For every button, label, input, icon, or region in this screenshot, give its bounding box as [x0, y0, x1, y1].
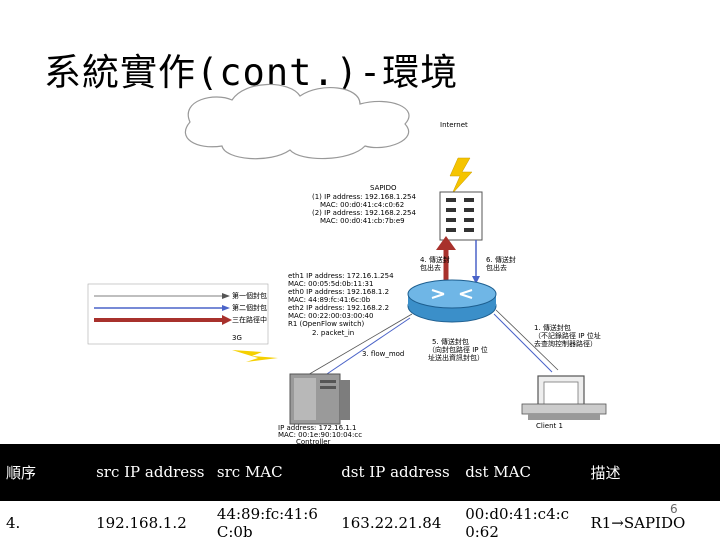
step4-line-1: 4. 傳送封: [420, 255, 450, 264]
header-order: 順序: [0, 444, 90, 501]
header-dst-ip: dst IP address: [335, 444, 459, 501]
table-header-row: 順序 src IP address src MAC dst IP address…: [0, 444, 720, 501]
router-line-6: MAC: 00:22:00:03:00:40: [288, 312, 373, 320]
step6-line-1: 6. 傳送封: [486, 255, 516, 264]
step1-line-1: 1. 傳送封包: [534, 323, 571, 332]
sapido-label: SAPIDO: [370, 184, 397, 192]
lightning-icon-small: [232, 350, 278, 362]
client-computer-icon: [522, 376, 606, 420]
step2-label: 2. packet_in: [312, 329, 354, 337]
controller-server-icon: [290, 374, 350, 424]
internet-label: Internet: [440, 121, 468, 129]
legend-item-1: 第一個封包: [232, 291, 267, 300]
step4-line-2: 包出去: [420, 263, 441, 272]
packet-table: 順序 src IP address src MAC dst IP address…: [0, 444, 720, 540]
router-icon: [408, 280, 496, 322]
step5-line-3: 址送出資訊封包）: [428, 353, 484, 362]
router-line-7: R1 (OpenFlow switch): [288, 320, 365, 328]
cell-description: R1→SAPIDO: [584, 501, 720, 545]
header-src-mac: src MAC: [211, 444, 335, 501]
cell-order: 4.: [0, 501, 90, 545]
page-number: 6: [670, 502, 678, 516]
step3-label: 3. flow_mod: [362, 350, 404, 358]
legend-item-3: 三在路徑中: [232, 315, 267, 324]
legend-item-2: 第二個封包: [232, 303, 267, 312]
legend-item-4: 3G: [232, 334, 242, 342]
cell-src-ip: 192.168.1.2: [90, 501, 211, 545]
sapido-line-1: (1) IP address: 192.168.1.254: [312, 193, 416, 201]
router-line-5: eth2 IP address: 192.168.2.2: [288, 304, 389, 312]
header-dst-mac: dst MAC: [459, 444, 584, 501]
sapido-line-2: MAC: 00:d0:41:c4:c0:62: [320, 201, 404, 209]
step1-line-3: 去查詢控制器路徑）: [534, 339, 597, 348]
cell-dst-ip: 163.22.21.84: [335, 501, 459, 545]
step6-line-2: 包出去: [486, 263, 507, 272]
internet-cloud-icon: Internet: [185, 84, 468, 158]
client-label: Client 1: [536, 422, 563, 430]
header-description: 描述: [584, 444, 720, 501]
lightning-icon: [450, 158, 472, 194]
step1-line-2: （不記錄路徑 IP 位址: [534, 331, 601, 340]
network-diagram: Internet SAPIDO (1) IP address: 192.168.…: [0, 0, 720, 450]
cell-src-mac: 44:89:fc:41:6 C:0b: [211, 501, 335, 545]
step5-line-1: 5. 傳送封包: [432, 337, 469, 346]
sapido-device-icon: [440, 192, 482, 240]
router-line-1: eth1 IP address: 172.16.1.254: [288, 272, 394, 280]
sapido-line-3: (2) IP address: 192.168.2.254: [312, 209, 416, 217]
router-line-3: eth0 IP address: 192.168.1.2: [288, 288, 389, 296]
sapido-line-4: MAC: 00:d0:41:cb:7b:e9: [320, 217, 405, 225]
header-src-ip: src IP address: [90, 444, 211, 501]
cell-dst-mac: 00:d0:41:c4:c 0:62: [459, 501, 584, 545]
router-line-4: MAC: 44:89:fc:41:6c:0b: [288, 296, 371, 304]
router-line-2: MAC: 00:05:5d:0b:11:31: [288, 280, 373, 288]
table-row: 4. 192.168.1.2 44:89:fc:41:6 C:0b 163.22…: [0, 501, 720, 545]
step5-line-2: （向封包路徑 IP 位: [428, 345, 488, 354]
